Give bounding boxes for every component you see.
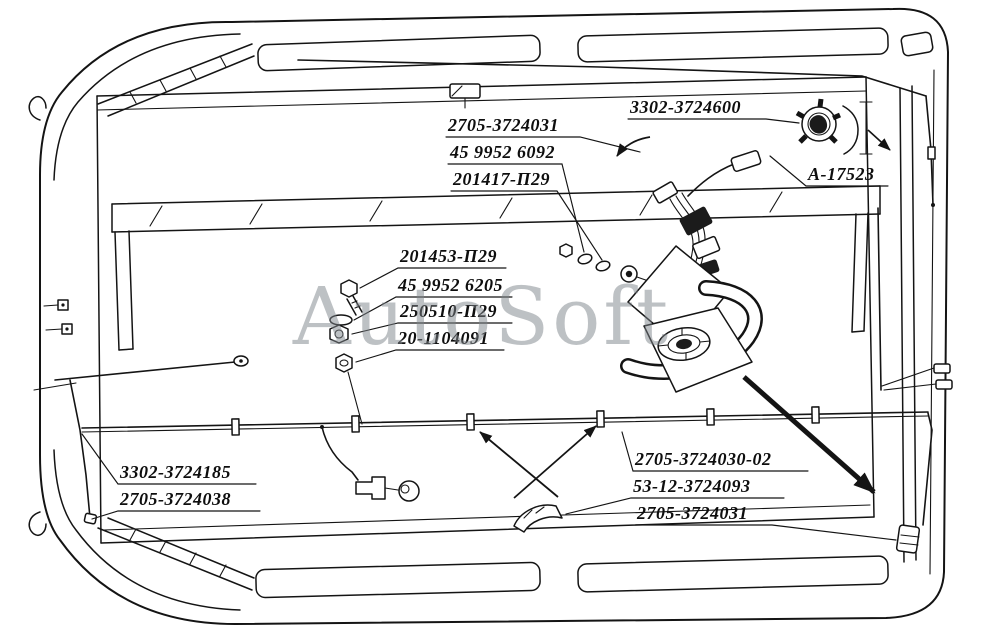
nut [329,324,349,344]
connector-block-1 [652,181,679,204]
grommet [657,326,711,362]
part-label-45-9952-6205: 45 9952 6205 [397,275,503,295]
part-label-a-17523: А-17523 [807,164,875,184]
windshield-edge-hatching [97,43,255,117]
left-wire-end-connector [83,512,98,525]
door-sill-wire [33,382,77,391]
lower-corner-hatching [97,517,255,591]
rear-drop-wire [922,412,933,526]
part-label-201417-p29: 201417-П29 [452,169,550,189]
wire-end-dot [931,203,935,207]
part-label-2705-3724030-02: 2705-3724030-02 [634,449,772,469]
leader-lines [81,118,897,541]
van-body-outline [28,7,949,625]
part-center-hole [809,115,828,134]
lower-nut [335,353,353,373]
thin-arrow-left [479,431,559,498]
wiring-harnesses [33,59,953,554]
front-left-inner-line [53,33,241,181]
right-side-member [851,212,869,333]
part-label-201453-p29: 201453-П29 [399,246,497,266]
rear-corner-part [895,524,921,554]
small-bolt [559,243,573,258]
connector-dot [239,359,243,363]
cluster-connector [730,150,762,172]
part-label-45-9952-6092: 45 9952 6092 [449,142,555,162]
direction-arrows [479,129,891,499]
spring-washer [577,253,593,265]
right-wire-clip [927,146,936,160]
thick-arrow [742,375,876,494]
left-top-tab [28,96,47,121]
left-bottom-tab [28,511,47,536]
part-label-53-12-3724093: 53-12-3724093 [633,476,751,496]
roof-bracket [449,83,481,109]
part-labels: 2705-3724031 45 9952 6092 201417-П29 330… [119,97,875,523]
terminal-hardware [559,243,661,286]
bracket-arrow [867,129,891,151]
left-side-member [114,230,134,351]
clamp-bracket [842,105,859,155]
connector-block-3 [692,235,721,260]
part-label-3302-3724600: 3302-3724600 [629,97,741,117]
round-grommet-part [795,98,873,155]
floor-structure [43,76,881,544]
cable-clip-part [513,504,563,533]
washer [329,314,353,326]
part-label-2705-3724038: 2705-3724038 [119,489,231,509]
cluster-lead-wire [687,163,735,197]
bulb-filament [400,484,410,494]
front-left-wire [54,361,236,381]
harness-cluster [620,150,763,393]
part-label-2705-3724031-top: 2705-3724031 [447,115,559,135]
part-label-2705-3724031-bottom: 2705-3724031 [636,503,748,523]
right-inner-wire [877,207,882,391]
body-panels [255,27,934,599]
left-descending-wire [69,379,91,519]
flat-washer [595,260,611,272]
fastener-stack [329,279,363,425]
rear-left-inner-line [53,449,241,611]
left-door-fittings [43,299,73,335]
part-label-250510-p29: 250510-П29 [399,301,497,321]
connector-block-2 [679,206,713,236]
curved-arrow [616,136,651,157]
bulb-socket [355,476,386,500]
right-edge-connectors [881,363,953,391]
watermark-text: AutoSoft [292,270,671,363]
bolt-head [340,279,358,298]
lamp-branch [320,425,420,502]
part-label-3302-3724185: 3302-3724185 [119,462,231,482]
part-label-20-1104091: 20-1104091 [397,328,489,348]
rear-frame-lines [899,69,935,575]
cross-member [111,185,881,233]
thin-arrow-right [513,425,597,499]
body-outer-line [39,7,949,625]
top-harness-wire [297,59,927,97]
